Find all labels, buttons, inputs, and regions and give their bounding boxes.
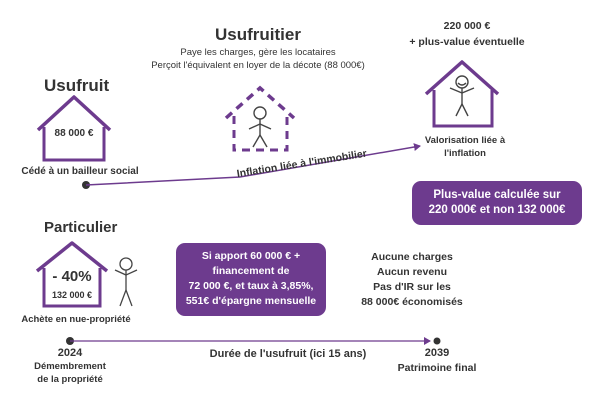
financing-line4: 551€ d'épargne mensuelle bbox=[185, 295, 317, 307]
final-value-amount: 220 000 € bbox=[443, 20, 491, 32]
plus-value-line2: 220 000€ et non 132 000€ bbox=[428, 204, 566, 216]
timeline-start-year: 2024 bbox=[57, 347, 83, 359]
particulier-title: Particulier bbox=[44, 219, 118, 236]
usufruit-caption: Cédé à un bailleur social bbox=[21, 166, 139, 177]
timeline-end-year: 2039 bbox=[424, 347, 450, 359]
particulier-caption: Achète en nue-propriété bbox=[21, 314, 131, 325]
financing-box: Si apport 60 000 € + financement de 72 0… bbox=[176, 243, 326, 316]
usufruitier-line1: Paye les charges, gère les locataires bbox=[180, 47, 336, 58]
no-charges-line2: Aucun revenu bbox=[376, 266, 447, 278]
house-icon-usufruitier bbox=[224, 85, 296, 152]
no-charges-line1: Aucune charges bbox=[371, 251, 453, 263]
usufruitier-line2: Perçoit l'équivalent en loyer de la déco… bbox=[151, 60, 365, 71]
timeline-duration-label: Durée de l'usufruit (ici 15 ans) bbox=[209, 348, 367, 360]
usufruit-value: 88 000 € bbox=[54, 128, 94, 139]
usufruitier-title: Usufruitier bbox=[215, 25, 301, 44]
inflation-arrow bbox=[82, 143, 421, 189]
timeline-start-line2: de la propriété bbox=[37, 374, 103, 385]
timeline-end-label: Patrimoine final bbox=[397, 362, 477, 374]
person-icon-usufruitier bbox=[248, 106, 272, 148]
usufruit-title: Usufruit bbox=[44, 76, 110, 95]
house-icon-particulier bbox=[35, 241, 109, 308]
timeline-line bbox=[66, 337, 441, 345]
no-charges-line3: Pas d'IR sur les bbox=[373, 281, 451, 293]
final-value-caption-2: l'inflation bbox=[444, 148, 486, 159]
financing-line1: Si apport 60 000 € + bbox=[201, 250, 301, 262]
house-icon-usufruit bbox=[36, 95, 112, 162]
house-icon-final bbox=[424, 60, 500, 128]
plus-value-box: Plus-value calculée sur 220 000€ et non … bbox=[412, 181, 582, 225]
particulier-value: 132 000 € bbox=[51, 290, 93, 300]
no-charges-line4: 88 000€ économisés bbox=[361, 296, 463, 308]
final-value-plus: + plus-value éventuelle bbox=[409, 36, 525, 48]
person-icon-particulier bbox=[114, 257, 138, 307]
timeline-start-line1: Démembrement bbox=[34, 361, 106, 372]
particulier-discount: - 40% bbox=[52, 268, 92, 285]
person-icon-happy bbox=[449, 75, 475, 117]
financing-line3: 72 000 €, et taux à 3,85%, bbox=[188, 280, 314, 292]
financing-line2: financement de bbox=[212, 265, 290, 277]
plus-value-line1: Plus-value calculée sur bbox=[433, 189, 561, 201]
final-value-caption-1: Valorisation liée à bbox=[424, 135, 506, 146]
